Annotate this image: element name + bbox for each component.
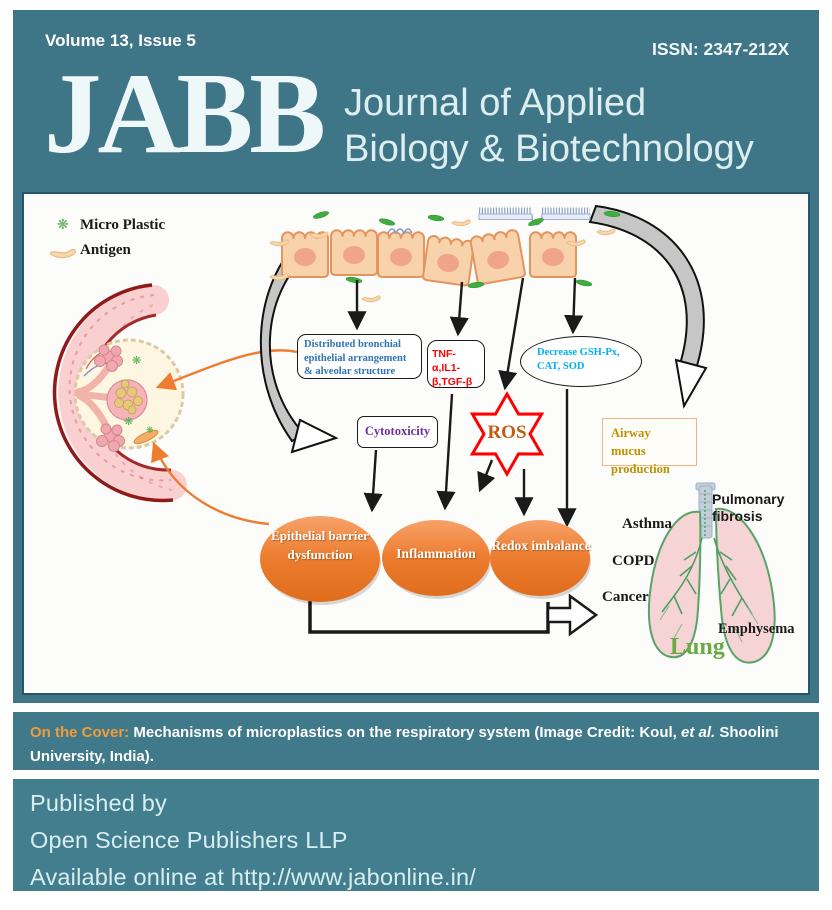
cancer-label: Cancer [602, 589, 649, 605]
cytotoxicity-box: Cytotoxicity [357, 416, 438, 448]
microplastic-legend-label: Micro Plastic [80, 217, 166, 233]
svg-text:❋: ❋ [124, 416, 133, 428]
journal-title-line2: Biology & Biotechnology [344, 128, 754, 171]
alveoli-sac: ❋ ❋ ❋ [73, 338, 185, 452]
cover-figure-panel: ❋ ❋ ❋ [22, 192, 810, 695]
cover-note-text-end: Shoolini University, India). [30, 724, 779, 766]
publisher-info: Published by Open Science Publishers LLP… [30, 785, 476, 896]
microplastic-particles-in-alveoli: ❋ ❋ ❋ [124, 355, 154, 435]
mechanism-diagram-art: ❋ ❋ ❋ [52, 204, 776, 664]
epithelial-cells [281, 228, 577, 287]
outcome-ellipse-epithelial-shape [260, 516, 380, 602]
issn: ISSN: 2347-212X [652, 39, 790, 59]
outcome-ellipses [260, 516, 591, 605]
orange-arrow-to-alveoli-1 [155, 349, 298, 391]
journal-logo: JABB [44, 50, 326, 177]
antigen-in-alveoli [133, 429, 159, 445]
lung-label: Lung [670, 634, 725, 660]
available-online-prefix: Available online at [30, 864, 231, 890]
flow-arrows [347, 277, 584, 528]
volume-issue: Volume 13, Issue 5 [45, 31, 196, 50]
journal-url-link[interactable]: http://www.jabonline.in/ [230, 864, 477, 890]
published-by-line: Published by [30, 790, 167, 816]
tnf-cytokines-box: TNF-α,IL1-β,TGF-β [427, 340, 485, 388]
cover-note-citation: et al. [681, 724, 716, 741]
publisher-name: Open Science Publishers LLP [30, 827, 348, 853]
emphysema-label: Emphysema [718, 621, 795, 637]
antigen-legend-label: Antigen [80, 242, 131, 258]
journal-title-line1: Journal of Applied [344, 82, 647, 124]
curved-arrow-left [259, 242, 339, 454]
microplastic-legend-icon: ❋ [57, 216, 69, 232]
cilia-tuft-icon [387, 228, 413, 235]
teal-cover-note-band [13, 712, 819, 770]
teal-footer-band [13, 779, 819, 891]
svg-text:❋: ❋ [132, 355, 141, 367]
airway-mucus-box: Airway mucus production [602, 418, 697, 476]
svg-text:❋: ❋ [146, 425, 154, 435]
bracket-arrow [308, 598, 550, 634]
cover-note: On the Cover: Mechanisms of microplastic… [30, 721, 804, 770]
cover-note-text: Mechanisms of microplastics on the respi… [129, 724, 682, 741]
copd-label: COPD [612, 553, 655, 569]
block-arrow [546, 593, 599, 637]
epithelial-barrier-label: Epithelial barrier dysfunction [271, 528, 369, 562]
available-online-line: Available online at http://www.jabonline… [30, 859, 476, 896]
curved-arrow-right [588, 204, 708, 409]
cover-note-label: On the Cover: [30, 724, 130, 741]
outcome-ellipse-inflammation-shape [382, 520, 490, 596]
redox-imbalance-label: Redox imbalance [491, 538, 591, 553]
lung-illustration [647, 482, 776, 664]
journal-title: Journal of Applied Biology & Biotechnolo… [344, 80, 754, 173]
gsh-decrease-ellipse: Decrease GSH-Px, CAT, SOD [520, 336, 642, 387]
orange-arrow-to-alveoli-2 [151, 441, 270, 526]
ros-star [469, 390, 545, 478]
ros-label: ROS [487, 422, 527, 443]
distributed-bronchial-box: Distributed bronchial epithelial arrange… [297, 334, 422, 379]
inflammation-label: Inflammation [396, 546, 476, 561]
pulmonary-fibrosis-label: Pulmonary fibrosis [712, 491, 785, 524]
asthma-label: Asthma [622, 516, 673, 532]
outcome-ellipse-redox-shape [490, 520, 590, 596]
